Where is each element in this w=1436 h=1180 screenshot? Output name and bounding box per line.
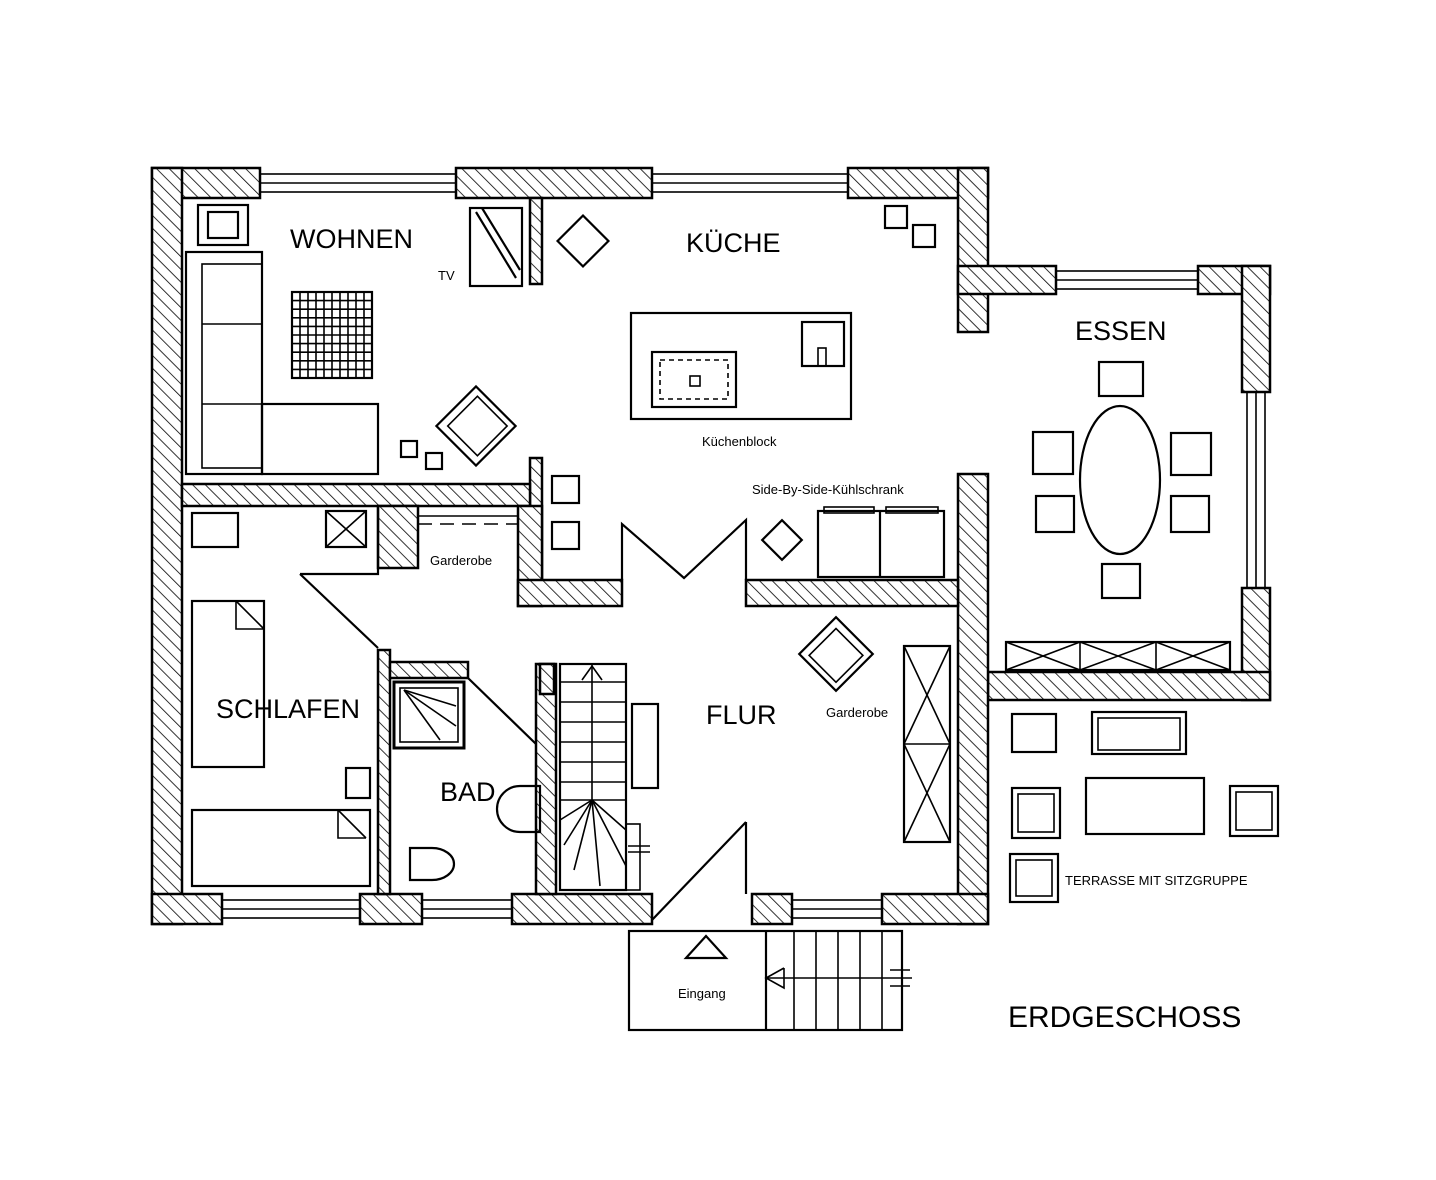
terrasse-furniture [1008, 710, 1280, 904]
tv-label: TV [438, 268, 455, 283]
stairs [558, 662, 650, 892]
room-label-flur: FLUR [706, 700, 777, 730]
room-label-schlafen: SCHLAFEN [216, 694, 360, 724]
room-label-kueche: KÜCHE [686, 228, 781, 258]
kueche-furniture [550, 204, 946, 580]
garderobe-right-label: Garderobe [826, 705, 888, 720]
room-label-essen: ESSEN [1075, 316, 1167, 346]
garderobe-left-label: Garderobe [430, 553, 492, 568]
plan-title: ERDGESCHOSS [1008, 1001, 1241, 1034]
room-label-wohnen: WOHNEN [290, 224, 413, 254]
wohnen-furniture [184, 203, 524, 476]
inner-walls [180, 196, 960, 896]
flur-furniture [630, 615, 952, 921]
kuehlschrank-label: Side-By-Side-Kühlschrank [752, 482, 904, 497]
entrance [627, 929, 912, 1032]
kuechenblock-label: Küchenblock [702, 434, 777, 449]
eingang-label: Eingang [678, 986, 726, 1001]
garderobe-left-furniture [418, 515, 518, 525]
essen-furniture [1004, 360, 1232, 672]
room-label-bad: BAD [440, 777, 496, 807]
windows [221, 173, 1266, 919]
terrasse-label: TERRASSE MIT SITZGRUPPE [1065, 873, 1248, 888]
bad-furniture [392, 677, 542, 882]
schlafen-furniture [190, 506, 380, 888]
rug [290, 290, 374, 380]
outer-walls [150, 166, 1272, 926]
